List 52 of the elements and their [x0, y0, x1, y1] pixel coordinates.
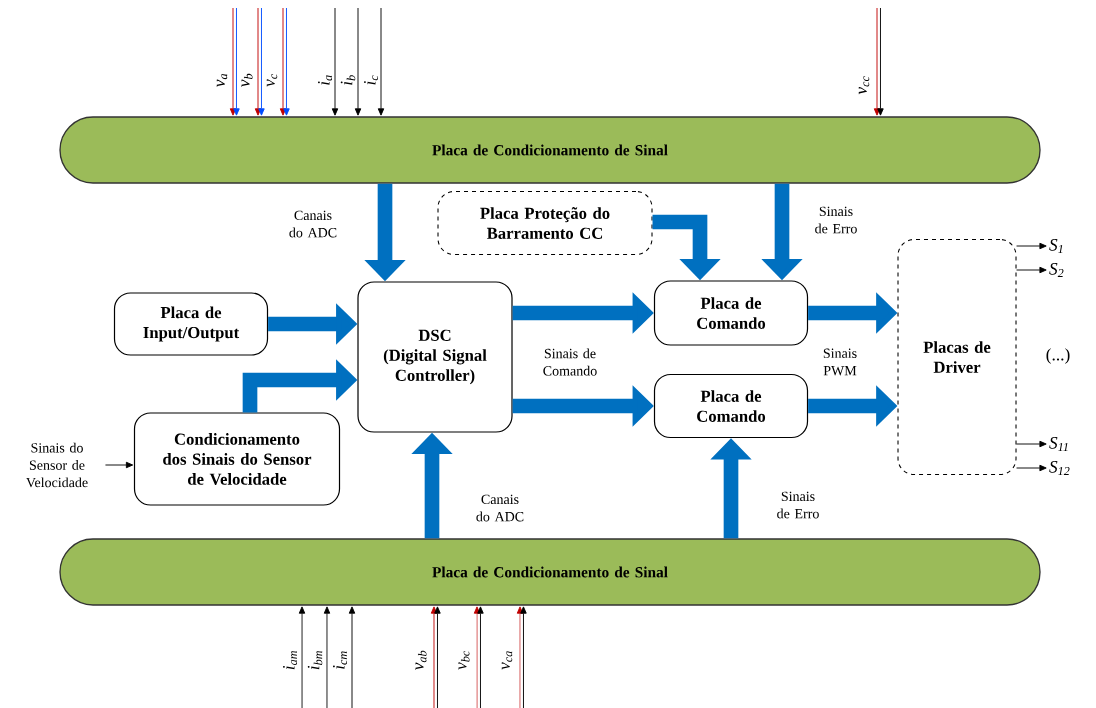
signal-label: i$_{a}$	[318, 75, 332, 85]
signal-arrow	[298, 606, 306, 708]
text-label: Sinais de Comando	[543, 348, 597, 376]
arrow	[104, 461, 134, 469]
edge-label: Sinais de Erro	[815, 206, 857, 234]
process-box: Placa de Input/Output	[113, 292, 269, 356]
text-label: Sinais PWM	[823, 348, 857, 376]
signal-arrow	[323, 606, 331, 708]
signal-label: i$_{am}$	[283, 651, 297, 670]
signal-label: v$_{b}$	[241, 73, 253, 87]
process-box: Placa de Comando	[653, 280, 809, 346]
signal-label: S$_{2}$	[1049, 263, 1064, 277]
signal-label: v$_{a}$	[216, 73, 228, 87]
signal-label: v$_{bc}$	[458, 650, 470, 670]
dashed-box: Placas de Driver	[897, 238, 1017, 476]
signal-label: S$_{1}$	[1049, 239, 1063, 253]
signal-label: v$_{ca}$	[501, 651, 513, 670]
process-box: Placa de Comando	[653, 373, 809, 439]
signal-label: S$_{12}$	[1049, 461, 1070, 475]
signal-arrow	[473, 606, 484, 708]
signal-arrow	[279, 7, 290, 116]
signal-arrow	[377, 7, 385, 116]
process-box: DSC (Digital Signal Controller)	[357, 281, 513, 433]
edge-label: Sinais de Erro	[777, 491, 819, 519]
input-text: Sinais do Sensor de Velocidade	[26, 442, 88, 488]
arrow	[1016, 440, 1047, 448]
rounded-band: Placa de Condicionamento de Sinal	[59, 116, 1041, 184]
signal-label: i$_{b}$	[340, 75, 356, 85]
signal-arrow	[229, 7, 240, 116]
signal-label: i$_{c}$	[364, 75, 378, 85]
signal-label: i$_{cm}$	[333, 651, 347, 669]
signal-arrow	[331, 7, 339, 116]
signal-label: v$_{cc}$	[858, 76, 870, 95]
signal-label: v$_{c}$	[266, 73, 278, 87]
signal-arrow	[348, 606, 356, 708]
process-box: Condicionamento dos Sinais do Sensor de Velocidade	[133, 412, 341, 506]
arrow	[1016, 266, 1047, 274]
signal-arrow	[516, 606, 527, 708]
signal-label: v$_{ab}$	[415, 650, 427, 671]
arrow	[1016, 464, 1047, 472]
dashed-box: Placa Proteção do Barramento CC	[437, 190, 653, 256]
edge-label: Canais do ADC	[289, 210, 337, 238]
signal-label: S$_{11}$	[1049, 437, 1068, 451]
signal-label: i$_{bm}$	[307, 651, 323, 670]
signal-arrow	[354, 7, 362, 116]
edge-label: Canais do ADC	[476, 494, 524, 522]
rounded-band: Placa de Condicionamento de Sinal	[59, 538, 1041, 606]
signal-arrow	[873, 7, 884, 116]
arrow	[1016, 242, 1047, 250]
signal-arrow	[430, 606, 441, 708]
signal-arrow	[254, 7, 265, 116]
text-label: (...)	[1046, 348, 1070, 364]
